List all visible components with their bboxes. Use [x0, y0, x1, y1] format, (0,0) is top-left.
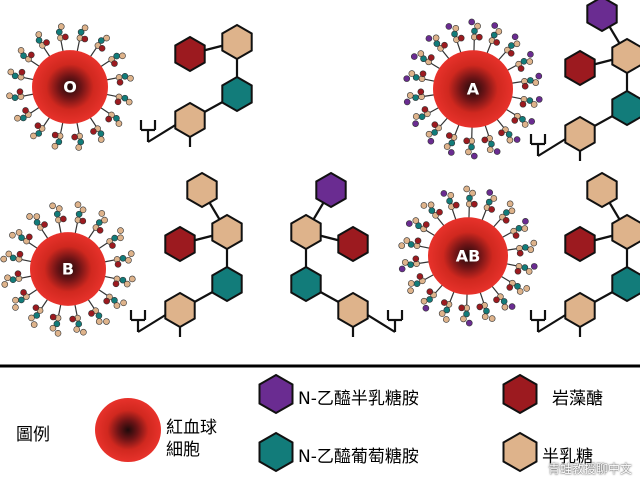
cell-label-a: A	[466, 79, 480, 99]
galactose-hexagon	[211, 213, 243, 251]
fucose-hexagon	[337, 225, 369, 263]
teal-hexagon-icon	[258, 431, 294, 473]
galactose-hexagon	[611, 213, 640, 251]
galactose-hexagon	[221, 23, 253, 61]
chain-ab-left	[290, 171, 404, 337]
legend-label-glcnac: N-乙醯葡萄糖胺	[298, 447, 419, 467]
antigen-layer	[0, 18, 543, 337]
watermark: 青蛙教授聊中文	[547, 462, 632, 476]
fucose-hexagon	[174, 35, 206, 73]
legend-label-fucose: 岩藻醣	[552, 389, 603, 409]
antigens-o	[6, 23, 134, 151]
galactose-hexagon	[611, 37, 640, 75]
tan-hexagon-icon	[502, 431, 538, 473]
fucose-hexagon	[164, 225, 196, 263]
legend-cell-label-2: 細胞	[166, 440, 200, 460]
fucose-hexagon	[564, 49, 596, 87]
glcnac-hexagon	[290, 265, 322, 303]
cell-o	[32, 50, 108, 124]
glcnac-hexagon	[221, 75, 253, 113]
cell-label-ab: AB	[455, 246, 481, 266]
galactose-hexagon	[564, 115, 596, 153]
galnac-hexagon	[586, 0, 618, 33]
purple-hexagon-icon	[258, 373, 294, 415]
glcnac-hexagon	[211, 265, 243, 303]
antigens-ab	[398, 185, 538, 327]
galactose-hexagon	[164, 291, 196, 329]
galactose-hexagon	[586, 171, 618, 209]
antigens-b	[0, 201, 136, 337]
chain-ab-right	[529, 171, 640, 337]
galnac-hexagon	[315, 171, 347, 209]
cell-a	[433, 50, 513, 128]
legend-title: 圖例	[16, 425, 50, 445]
chain-a	[529, 0, 640, 161]
antigens-a	[403, 18, 543, 160]
galactose-hexagon	[186, 171, 218, 209]
glcnac-hexagon	[611, 89, 640, 127]
cell-b	[30, 232, 106, 306]
glcnac-hexagon	[611, 265, 640, 303]
cell-layer	[30, 50, 513, 306]
cell-ab	[428, 217, 508, 295]
darkred-hexagon-icon	[502, 373, 538, 415]
cell-label-o: O	[63, 77, 77, 97]
chain-o	[139, 23, 253, 147]
galactose-hexagon	[337, 291, 369, 329]
chain-layer	[129, 0, 640, 337]
legend-cell-label-1: 紅血球	[166, 418, 217, 438]
legend-label-galnac: N-乙醯半乳糖胺	[298, 389, 419, 409]
fucose-hexagon	[564, 225, 596, 263]
cell-label-b: B	[61, 259, 75, 279]
chain-b	[129, 171, 243, 337]
galactose-hexagon	[290, 213, 322, 251]
legend-label-galactose: 半乳糖	[542, 447, 593, 467]
legend-layer	[95, 373, 538, 473]
galactose-hexagon	[174, 101, 206, 139]
galactose-hexagon	[564, 291, 596, 329]
legend-cell-icon	[95, 398, 161, 462]
